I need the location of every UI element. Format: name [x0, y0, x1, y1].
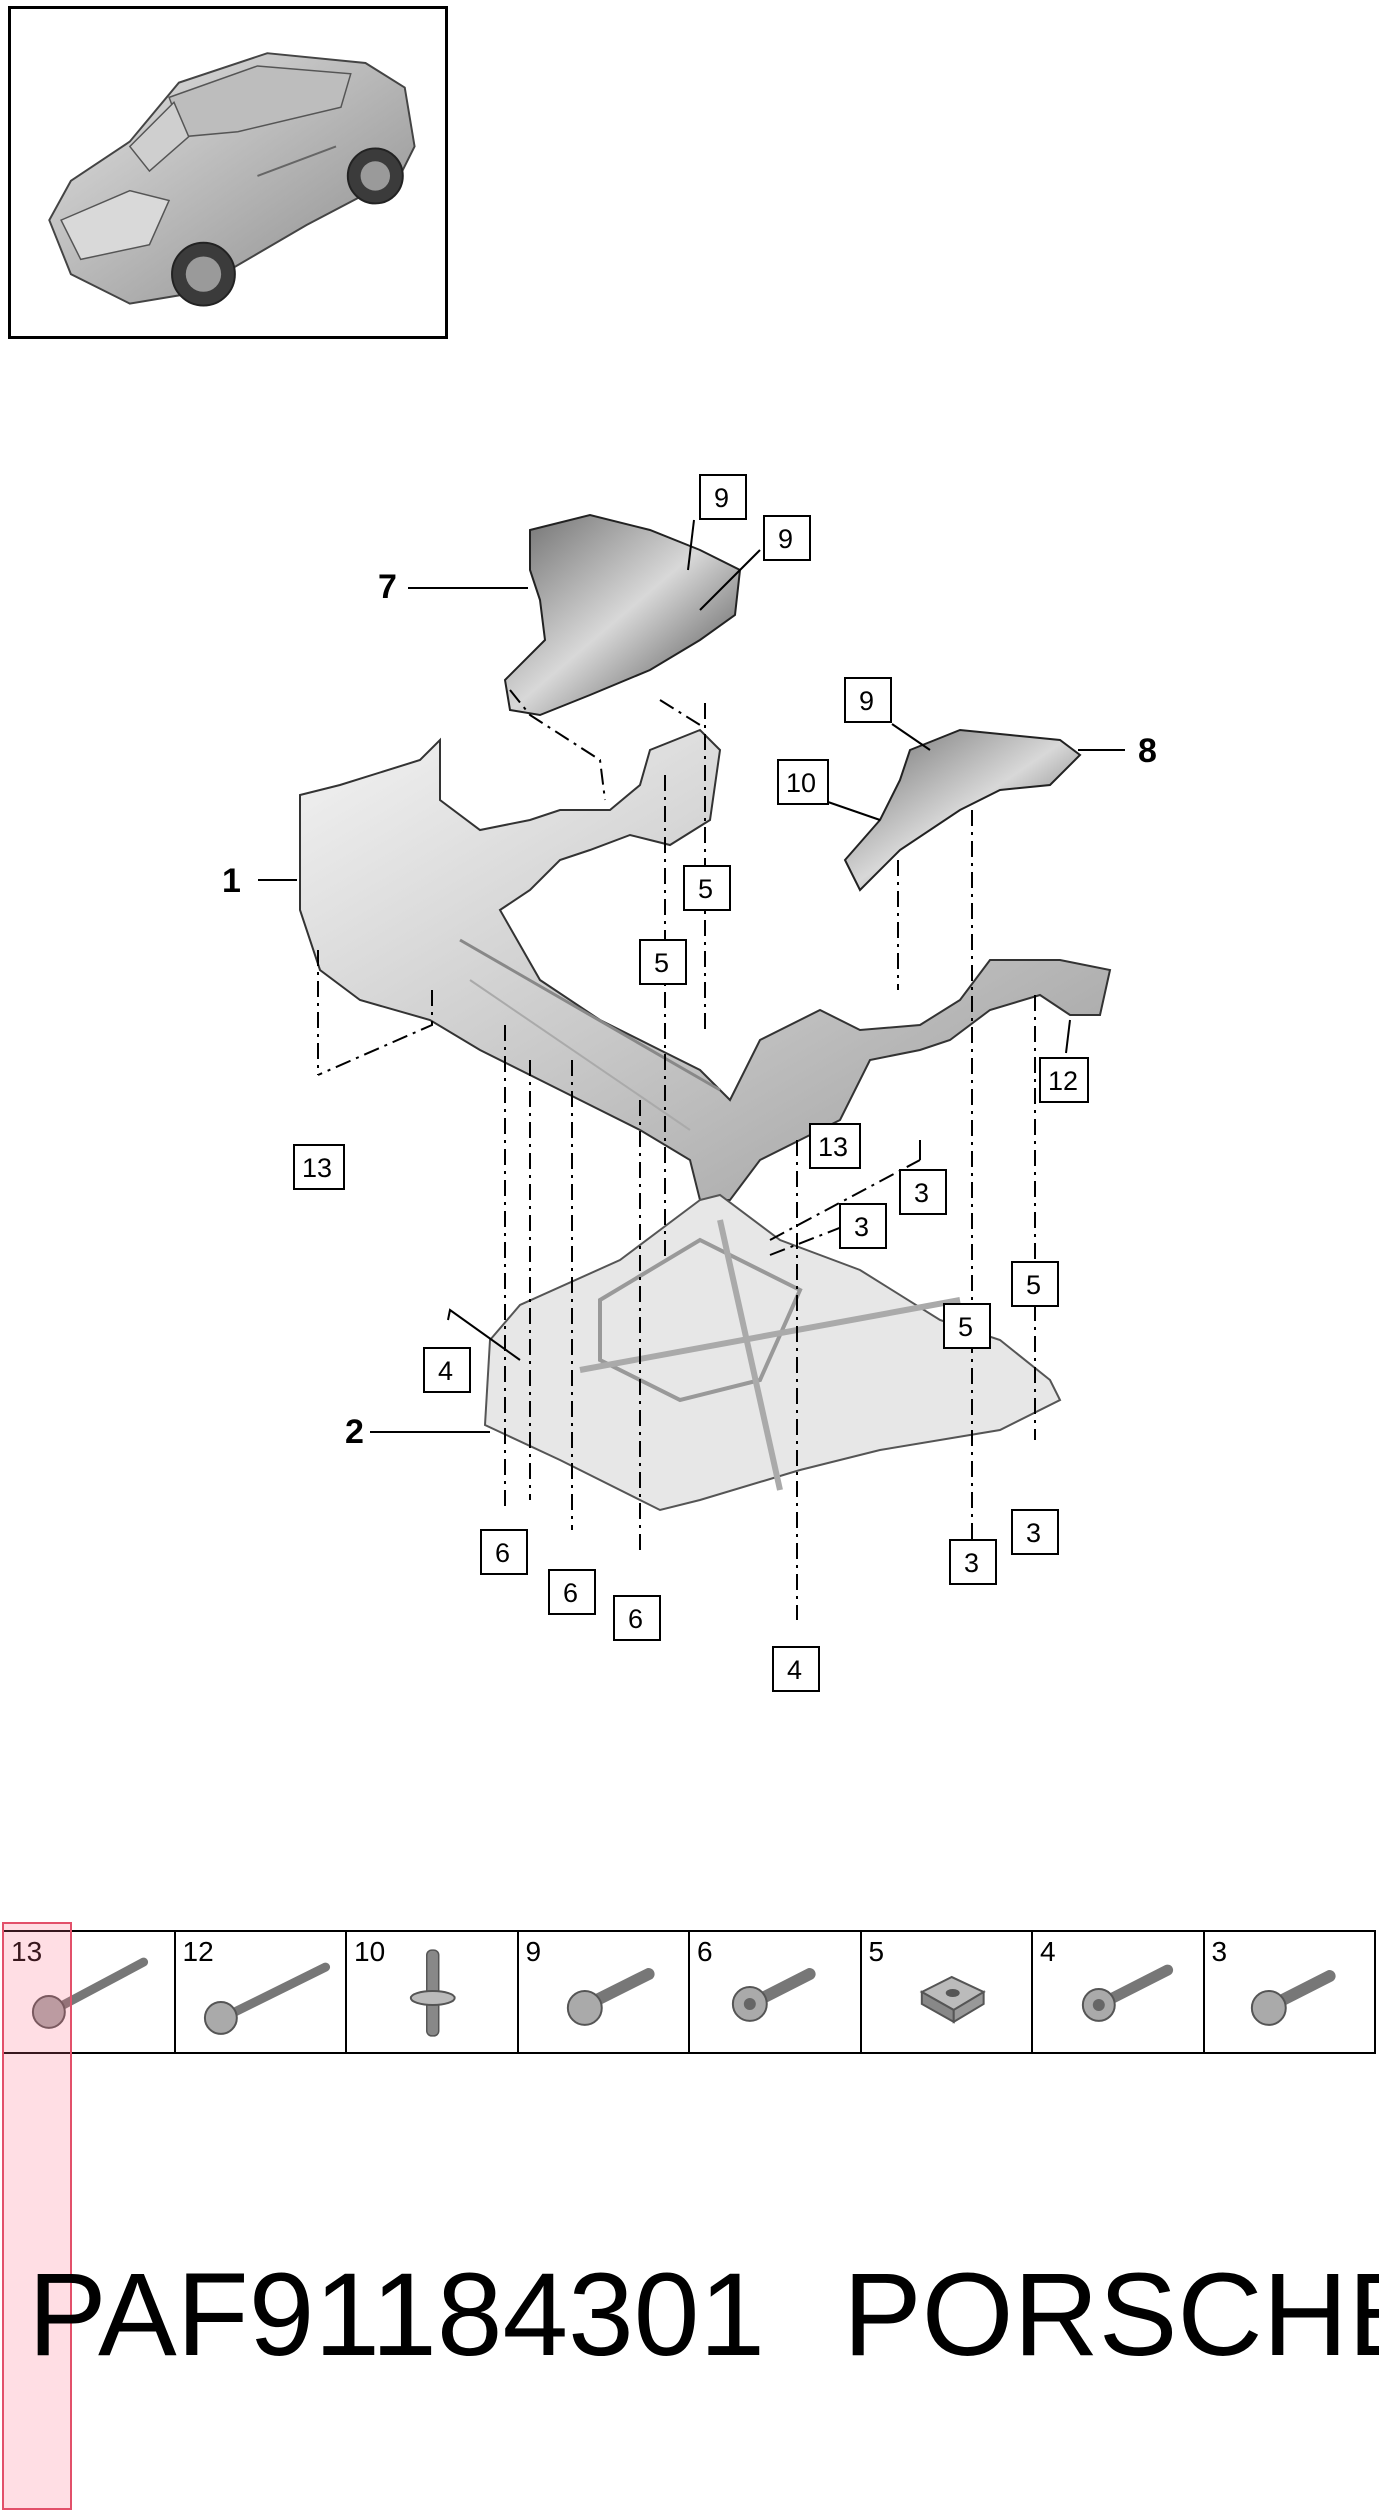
svg-text:6: 6	[628, 1604, 643, 1634]
subframe-assembly-illustration: 7 8 1 2 9 9 9 10 5 5 12 13 3 3 13 4 5 5 …	[222, 474, 1157, 1692]
stud-bolt-icon	[409, 1949, 456, 2037]
svg-text:4: 4	[787, 1655, 802, 1685]
svg-text:9: 9	[714, 483, 729, 513]
label-2: 2	[345, 1413, 364, 1451]
svg-text:13: 13	[302, 1153, 332, 1183]
callout-6-a: 6	[480, 1529, 528, 1575]
parts-legend: 13 12 10 9 6 5	[2, 1930, 1376, 2054]
callout-5-d: 5	[943, 1303, 991, 1349]
callout-13-left: 13	[293, 1144, 345, 1190]
svg-text:6: 6	[563, 1578, 578, 1608]
callout-3-c: 3	[949, 1539, 997, 1585]
label-8: 8	[1138, 732, 1157, 770]
callout-12: 12	[1039, 1057, 1089, 1103]
part-number: 13	[11, 1936, 43, 1967]
leader-lines	[317, 689, 1036, 1620]
vehicle-suv-icon	[48, 52, 416, 307]
svg-text:5: 5	[958, 1312, 973, 1342]
svg-text:3: 3	[854, 1212, 869, 1242]
part-number: 3	[1211, 1936, 1228, 1967]
svg-text:5: 5	[1026, 1270, 1041, 1300]
flange-bolt-icon	[566, 1968, 655, 2026]
callout-5-c: 5	[1011, 1261, 1059, 1307]
flange-bolt-icon	[1250, 1970, 1336, 2026]
callout-13-right: 13	[809, 1123, 861, 1169]
heat-shield-right	[843, 728, 1082, 892]
callout-6-c: 6	[613, 1595, 661, 1641]
svg-text:9: 9	[778, 524, 793, 554]
callout-4-left: 4	[423, 1347, 471, 1393]
vehicle-thumbnail	[8, 6, 448, 339]
svg-text:12: 12	[1048, 1066, 1078, 1096]
callout-9-a: 9	[699, 474, 747, 520]
part-cell-13[interactable]: 13	[4, 1932, 176, 2052]
part-cell-6[interactable]: 6	[690, 1932, 862, 2052]
label-1: 1	[222, 862, 241, 900]
callout-9-c: 9	[844, 677, 892, 723]
brand-text: PORSCHE	[843, 2249, 1379, 2381]
callout-3-a: 3	[899, 1169, 947, 1215]
part-cell-5[interactable]: 5	[862, 1932, 1033, 2052]
callout-4-bottom: 4	[772, 1646, 820, 1692]
long-flange-bolt-icon	[31, 1957, 149, 2029]
callout-3-d: 3	[1011, 1509, 1059, 1555]
part-cell-9[interactable]: 9	[519, 1932, 690, 2052]
part-number: 5	[868, 1936, 885, 1967]
part-number: 4	[1040, 1936, 1056, 1967]
svg-text:9: 9	[859, 686, 874, 716]
callout-group: 9 9 9 10 5 5 12 13 3 3 13 4 5 5 6 6 6 3 …	[293, 474, 1089, 1692]
callout-3-b: 3	[839, 1203, 887, 1249]
exploded-diagram: 7 8 1 2 9 9 9 10 5 5 12 13 3 3 13 4 5 5 …	[0, 440, 1379, 1720]
callout-10: 10	[777, 759, 829, 805]
part-number: 12	[182, 1936, 214, 1967]
label-7: 7	[378, 568, 397, 606]
callout-9-b: 9	[763, 515, 811, 561]
selection-highlight	[2, 1922, 72, 2510]
underbody-skid-plate	[483, 1193, 1062, 1512]
part-number: 9	[525, 1936, 542, 1967]
part-number: 10	[354, 1936, 386, 1967]
svg-text:5: 5	[698, 874, 713, 904]
svg-text:3: 3	[964, 1548, 979, 1578]
heat-shield-upper	[503, 513, 742, 717]
part-cell-12[interactable]: 12	[176, 1932, 347, 2052]
callout-5-b: 5	[639, 939, 687, 985]
torx-bolt-icon	[1081, 1964, 1174, 2022]
long-hex-bolt-icon	[203, 1962, 330, 2035]
svg-text:4: 4	[438, 1356, 453, 1386]
part-number-text: PAF91184301	[28, 2249, 765, 2381]
svg-text:3: 3	[1026, 1518, 1041, 1548]
square-nut-icon	[919, 1975, 986, 2024]
svg-text:13: 13	[818, 1132, 848, 1162]
svg-text:3: 3	[914, 1178, 929, 1208]
part-cell-10[interactable]: 10	[347, 1932, 519, 2052]
part-number: 6	[697, 1936, 713, 1967]
part-cell-4[interactable]: 4	[1033, 1932, 1205, 2052]
svg-text:10: 10	[786, 768, 816, 798]
svg-text:5: 5	[654, 948, 669, 978]
footer: PAF91184301 PORSCHE	[28, 2245, 1379, 2385]
callout-5-a: 5	[683, 865, 731, 911]
callout-6-b: 6	[548, 1569, 596, 1615]
part-cell-3[interactable]: 3	[1205, 1932, 1375, 2052]
svg-text:6: 6	[495, 1538, 510, 1568]
label-leaders	[258, 519, 1125, 1433]
torx-bolt-icon	[731, 1968, 816, 2022]
